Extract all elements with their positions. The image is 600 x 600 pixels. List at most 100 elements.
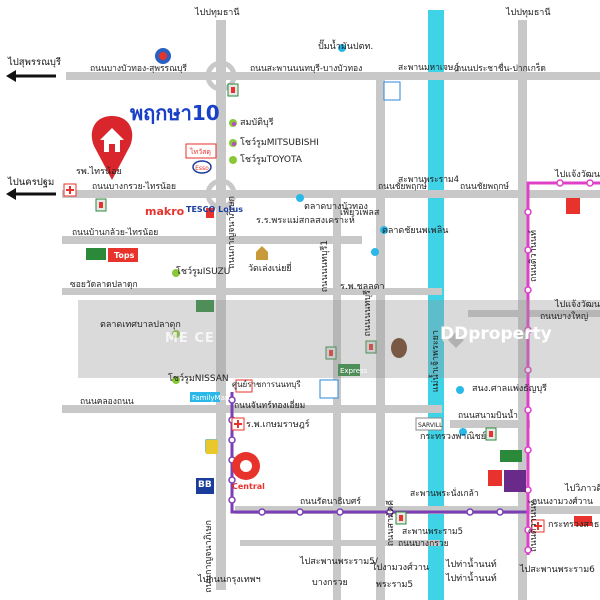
road-label-chaiyaphruek-mid: ถนนชัยพฤกษ์ [378, 182, 428, 192]
place-lotus-express: Express [340, 367, 368, 375]
direction-right-top: ไปแจ้งวัฒนะ [555, 170, 600, 180]
road-label-tiwanon-low: ถนนติวานนท์ [529, 500, 539, 552]
direction-bottom-right: ไปสะพานพระราม6 [520, 565, 595, 575]
place-school: ร.ร.พระแม่สกลสงเคราะห์ [256, 216, 355, 226]
sarvill-icon [415, 417, 443, 431]
direction-right-low: ไปวิภาวดี [565, 484, 600, 494]
direction-bottom-center3: ไปท่าน้ำนนท์ [446, 560, 497, 570]
lotus-small-icon [196, 300, 214, 312]
direction-bottom-left: ไปถนนกรุงเทพฯ [198, 575, 261, 585]
road-khlong-thanon [62, 405, 442, 413]
pharmacy-icon [206, 440, 218, 454]
watermark-band [78, 300, 600, 378]
place-rp-nonthaburi: ร.พ.ชลลดา [340, 282, 385, 292]
lotus-icon [86, 248, 106, 260]
place-tesco-lotus: TESCO Lotus [186, 205, 244, 214]
place-chom-market: ตลาดชัยนพเพลิน [382, 226, 449, 236]
road-label-chansap: ถนนจันทร์ทองเอี่ยม [234, 401, 306, 411]
big-c-icon [504, 470, 526, 492]
arrow-left-mid [6, 188, 56, 200]
road-rattanathibet [235, 506, 600, 514]
place-rp-kasem: ร.พ.เกษมราษฎร์ [246, 420, 310, 430]
direction-top-right: ไปปทุมธานี [506, 8, 551, 18]
watermark-left-text: ME CE [165, 331, 215, 346]
nonthaburi-right-icon [574, 516, 592, 526]
place-tops: Tops [114, 251, 135, 260]
road-bangbuathong-suphan [66, 72, 600, 80]
place-tiwanon-market: ศูนย์ราชการนนทบุรี [232, 380, 301, 389]
place-nissan: โชว์รูมNISSAN [168, 374, 229, 384]
watermark-brand: DDproperty [440, 324, 552, 344]
familymart-icon [190, 392, 220, 402]
place-familymart: FamilyMart [192, 394, 231, 402]
place-school-nonthaburi: สนง.ศาลแพ่งธัญบุรี [472, 384, 548, 394]
road-label-river: แม่น้ำเจ้าพระยา [431, 330, 441, 393]
pink-line-stations [524, 179, 594, 554]
direction-bottom-center2b: พระราม5 [376, 580, 414, 590]
road-label-saphan-nonthaburi: ถนนสะพานนนทบุรี-บางบัวทอง [250, 64, 363, 74]
road-label-bangkruai-sainoi: ถนนบางกรวย-ไทรน้อย [92, 182, 176, 192]
place-ministry-health: กระทรวงสาธารณสุข [548, 520, 600, 530]
direction-left-top: ไปสุพรรณบุรี [8, 57, 62, 68]
cyan-bullet-icon [296, 44, 467, 436]
place-makro: makro [145, 205, 185, 218]
place-mitsubishi: โชว์รูมMITSUBISHI [240, 138, 319, 148]
central-small-icon [488, 470, 502, 486]
direction-bottom-center4: ไปท่าน้ำนนท์ [446, 574, 497, 584]
mall-icon-2 [319, 379, 339, 399]
bridge-phra-nangklao: สะพานพระนั่งเกล้า [410, 489, 479, 499]
esso-icon: Esso [192, 160, 212, 174]
mall-icon [383, 81, 401, 101]
place-hyundai: ตลาดเทศบาลปลาดุก [100, 320, 181, 330]
mitsubishi-flag [206, 208, 214, 218]
department-land-icon [235, 379, 253, 393]
road-bangkruai-sainoi-2 [62, 236, 362, 244]
road-kanchanaphisek [216, 20, 226, 590]
place-toyota: โชว์รูมTOYOTA [240, 155, 302, 165]
place-bb: BB [198, 480, 212, 490]
bridge-rama5: สะพานพระราม5 [402, 527, 464, 537]
road-label-nonthaburi1: ถนนนนทบุรี [363, 290, 373, 337]
temple-icon [256, 246, 268, 260]
place-wat-lalei: วัดเล่งเน่ยยี่ [248, 264, 292, 274]
place-ptt: ปั๊มน้ำมันปตท. [318, 42, 374, 52]
road-ratchaphruek [376, 80, 385, 600]
bb-icon [196, 478, 214, 494]
road-label-bangkruai-v: ถนนนนทบุรี1 [320, 240, 330, 293]
road-label-soi-wat: ซอยวัดลาดปลาดุก [70, 280, 138, 290]
direction-right-mid: ไปแจ้งวัฒนะ [555, 300, 600, 310]
road-label-bangbuathong-suphan: ถนนบางบัวทอง-สุพรรณบุรี [90, 64, 187, 74]
central-top-right-icon [566, 198, 580, 214]
place-krasuang-phanit: กระทรวงพาณิชย์ [420, 432, 487, 442]
direction-left-mid: ไปนครปฐม [8, 177, 55, 188]
road-label-kanchanaphisek-low: ถนนกาญจนาภิเษก [204, 520, 214, 593]
bridge-rama4: สะพานพระราม4 [398, 175, 460, 185]
interchange-top [205, 60, 237, 92]
road-label-rattanathibet: ถนนรัตนาธิเบศร์ [300, 497, 361, 507]
tops-icon [108, 248, 138, 262]
arrow-left-top [6, 70, 56, 82]
place-rp-sainoi: รพ.ไทรน้อย [76, 167, 122, 177]
road-label-sanambinnam: ถนนสนามบินน้ำ [458, 411, 518, 421]
place-market-bangbuathong: ตลาดบางบัวทอง [304, 202, 368, 212]
direction-bottom-center2: ไปงามวงศ์วาน [372, 563, 430, 573]
place-isuzu: โชว์รูมISUZU [176, 267, 231, 277]
pink-line [526, 181, 600, 555]
school-icon [391, 338, 407, 358]
road-label-ngamwongwan: ถนนงามวงศ์วาน [532, 497, 593, 507]
road-label-pracha-chuen: ถนนประชาชื่น-ปากเกร็ด [456, 64, 546, 74]
road-sanambinnam [450, 420, 530, 428]
road-bangkruai-sainoi [62, 190, 600, 198]
lotus-right-icon [500, 450, 522, 462]
direction-bottom-center1: ไปสะพานพระราม5/ [300, 557, 378, 567]
direction-top-left: ไปปทุมธานี [195, 8, 240, 18]
place-sarvill: SARVILL [418, 422, 443, 429]
place-sanamchai: สมบัติบุรี [240, 118, 274, 128]
road-bangyai [468, 310, 600, 317]
road-label-chaiyaphruek-right: ถนนชัยพฤกษ์ [460, 182, 510, 192]
ddproperty-logo-icon [442, 326, 470, 354]
road-soi-wat [62, 288, 442, 295]
svg-text:Esso: Esso [195, 165, 209, 172]
thaiwatsadu-icon [185, 143, 217, 159]
